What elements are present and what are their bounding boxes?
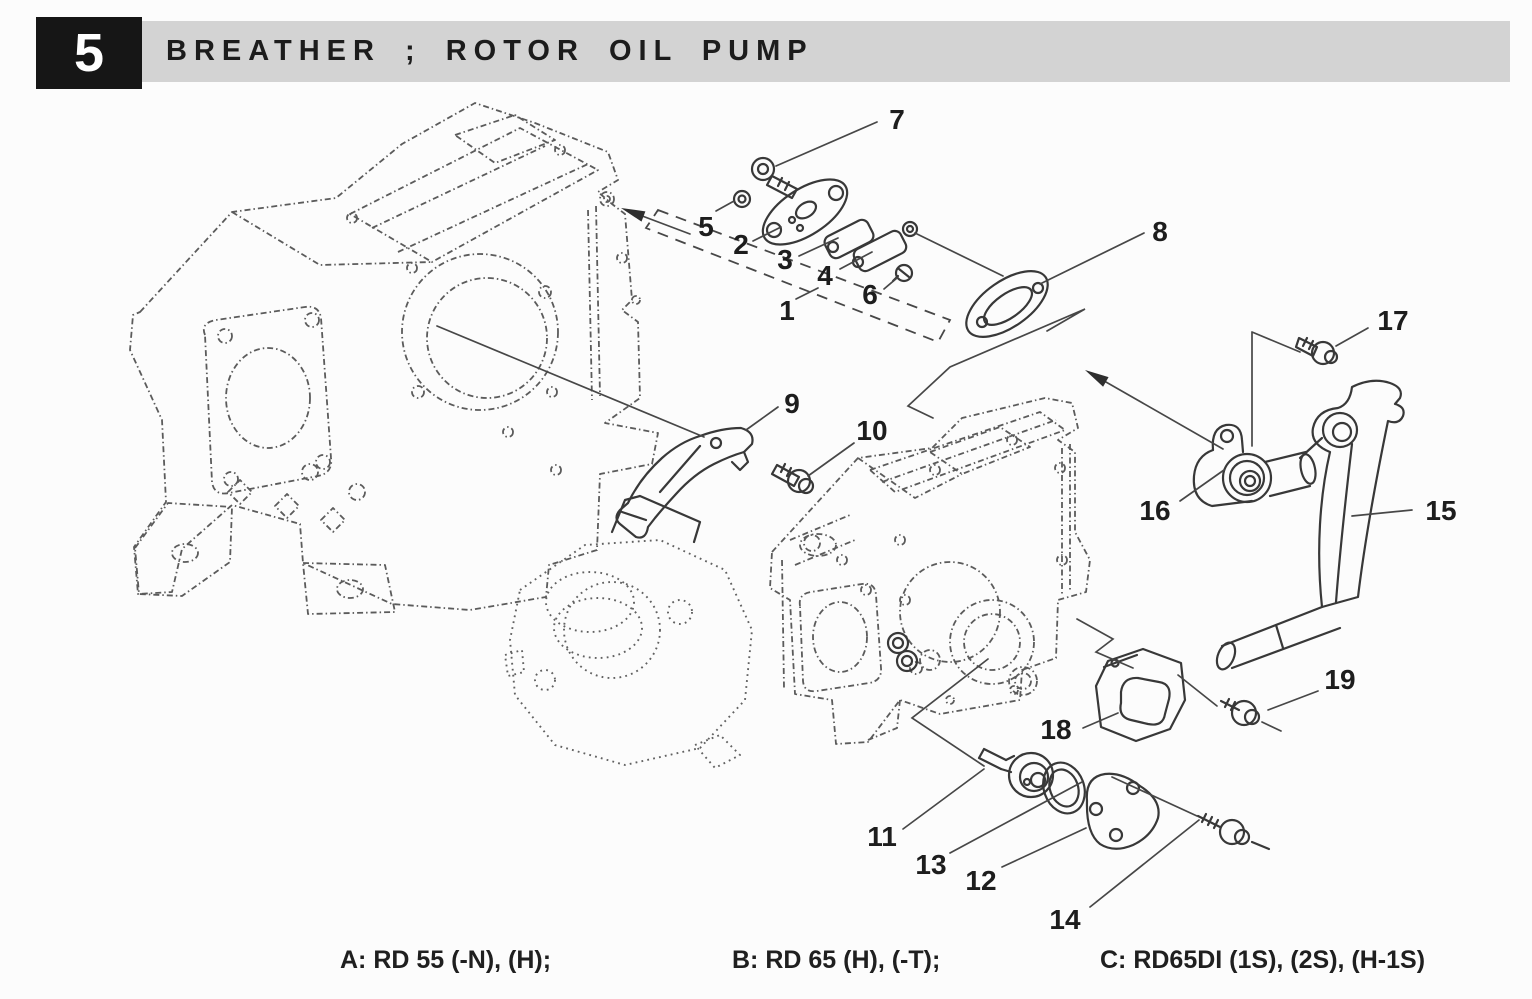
bolt-19 bbox=[1219, 699, 1241, 712]
engine-block-right-art bbox=[769, 397, 1091, 745]
callout-10: 10 bbox=[856, 415, 887, 446]
section-number: 5 bbox=[73, 23, 105, 83]
engine-block-left-art bbox=[129, 102, 659, 615]
callout-5: 5 bbox=[698, 211, 714, 242]
leader-line-2 bbox=[752, 226, 782, 242]
callout-19: 19 bbox=[1324, 664, 1355, 695]
bracket-18 bbox=[1094, 647, 1187, 743]
element-4 bbox=[852, 229, 908, 273]
bolt-7 bbox=[750, 156, 776, 182]
leader-line-17 bbox=[1335, 327, 1369, 347]
oil-pump-lever-art bbox=[615, 426, 815, 539]
leader-line-7 bbox=[775, 121, 878, 167]
bolt-10 bbox=[770, 463, 801, 488]
rotor-pump-art bbox=[977, 747, 1271, 851]
cover-bracket-line bbox=[610, 494, 702, 544]
leader-line-19 bbox=[1267, 690, 1319, 711]
leader-line-9 bbox=[745, 406, 779, 431]
callout-16: 16 bbox=[1139, 495, 1170, 526]
leader-line-13 bbox=[949, 781, 1083, 854]
gear-cover-art bbox=[504, 539, 753, 769]
gasket-8 bbox=[965, 270, 1049, 338]
cover-plate-12 bbox=[1085, 772, 1160, 850]
install-arrow-line-2 bbox=[1096, 376, 1224, 450]
callout-4: 4 bbox=[817, 260, 833, 291]
callout-17: 17 bbox=[1377, 305, 1408, 336]
leader-line-10 bbox=[807, 442, 855, 477]
leader-line-12 bbox=[1001, 827, 1087, 868]
leader-line-1 bbox=[795, 287, 819, 300]
callout-6: 6 bbox=[862, 279, 878, 310]
model-note-c: C: RD65DI (1S), (2S), (H-1S) bbox=[1100, 946, 1426, 974]
leader-line-11 bbox=[902, 768, 985, 830]
callout-3: 3 bbox=[777, 244, 793, 275]
install-arrow-head-2 bbox=[1085, 370, 1109, 387]
breather-plate-2 bbox=[761, 178, 849, 246]
callout-7: 7 bbox=[889, 104, 905, 135]
leader-line-4 bbox=[839, 251, 873, 270]
o-ring-13 bbox=[1042, 761, 1086, 815]
leader-line-15 bbox=[1351, 509, 1413, 517]
callout-15: 15 bbox=[1425, 495, 1456, 526]
crank-arm-15 bbox=[1311, 379, 1405, 609]
leader-line-5 bbox=[715, 200, 735, 212]
leader-line-16 bbox=[1179, 469, 1225, 502]
pump-bracket-art bbox=[1094, 647, 1261, 743]
rotor-11 bbox=[977, 747, 1008, 771]
callout-8: 8 bbox=[1152, 216, 1168, 247]
leader-line-8 bbox=[1039, 232, 1145, 285]
install-arrow-head-1 bbox=[621, 208, 646, 222]
leader-line-14 bbox=[1089, 819, 1200, 908]
callout-18: 18 bbox=[1040, 714, 1071, 745]
callout-1: 1 bbox=[779, 295, 795, 326]
leader-line-3 bbox=[798, 237, 839, 257]
leader-line-6 bbox=[883, 277, 898, 290]
callout-14: 14 bbox=[1049, 904, 1081, 935]
page-title: BREATHER ; ROTOR OIL PUMP bbox=[166, 35, 814, 67]
screw-6 bbox=[894, 263, 914, 283]
bracket-16 bbox=[1211, 423, 1245, 454]
callout-2: 2 bbox=[733, 229, 749, 260]
callout-12: 12 bbox=[965, 865, 996, 896]
model-note-b: B: RD 65 (H), (-T); bbox=[732, 946, 941, 974]
leader-line-18 bbox=[1082, 712, 1119, 729]
header-bar: BREATHER ; ROTOR OIL PUMP bbox=[142, 21, 1510, 82]
nut-5 bbox=[732, 189, 752, 209]
model-note-a: A: RD 55 (-N), (H); bbox=[340, 946, 552, 974]
section-number-badge: 5 bbox=[36, 17, 142, 89]
callout-9: 9 bbox=[784, 388, 800, 419]
callout-13: 13 bbox=[915, 849, 946, 880]
element-3 bbox=[823, 218, 875, 260]
callout-11: 11 bbox=[867, 821, 897, 852]
crank-arm-art bbox=[1192, 336, 1405, 671]
stud-rings-art bbox=[886, 631, 919, 673]
lever-9 bbox=[615, 426, 754, 539]
assembly-lines bbox=[436, 232, 1301, 817]
